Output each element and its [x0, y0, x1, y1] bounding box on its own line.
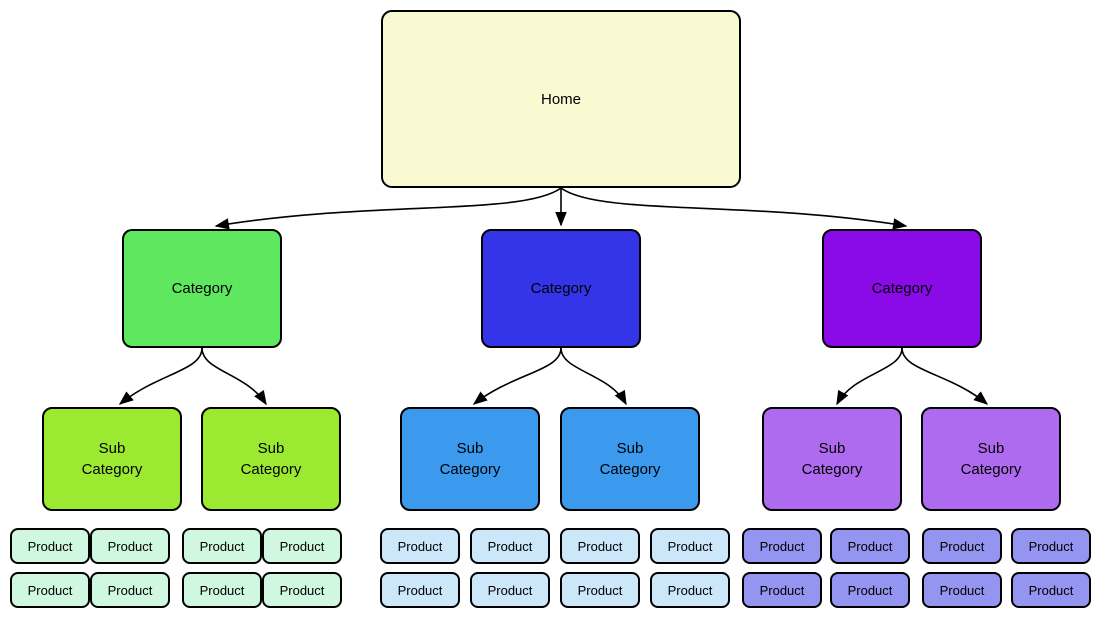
product-node: Product [90, 572, 170, 608]
product-node: Product [742, 572, 822, 608]
edge-category1-sub1 [118, 347, 203, 405]
category-node-3: Category [822, 229, 982, 348]
edge-home-category-1 [214, 187, 562, 230]
home-node: Home [381, 10, 741, 188]
edge-category3-sub1 [836, 347, 903, 406]
product-node: Product [262, 528, 342, 564]
product-node: Product [380, 572, 460, 608]
product-node: Product [10, 528, 90, 564]
product-node: Product [1011, 572, 1091, 608]
edge-home-category-3 [560, 187, 908, 230]
edge-category1-sub2 [201, 347, 267, 406]
edge-category2-sub1 [472, 347, 562, 405]
product-node: Product [182, 572, 262, 608]
subcategory-node-3-2: Sub Category [921, 407, 1061, 511]
product-node: Product [742, 528, 822, 564]
product-node: Product [560, 528, 640, 564]
product-node: Product [262, 572, 342, 608]
product-node: Product [560, 572, 640, 608]
product-node: Product [650, 528, 730, 564]
product-node: Product [1011, 528, 1091, 564]
subcategory-node-3-1: Sub Category [762, 407, 902, 511]
subcategory-node-1-2: Sub Category [201, 407, 341, 511]
product-node: Product [470, 528, 550, 564]
product-node: Product [830, 572, 910, 608]
product-node: Product [830, 528, 910, 564]
product-node: Product [380, 528, 460, 564]
product-node: Product [650, 572, 730, 608]
product-node: Product [922, 572, 1002, 608]
subcategory-node-2-2: Sub Category [560, 407, 700, 511]
product-node: Product [10, 572, 90, 608]
subcategory-node-1-1: Sub Category [42, 407, 182, 511]
product-node: Product [470, 572, 550, 608]
product-node: Product [182, 528, 262, 564]
product-node: Product [922, 528, 1002, 564]
category-node-1: Category [122, 229, 282, 348]
subcategory-node-2-1: Sub Category [400, 407, 540, 511]
edge-category3-sub2 [901, 347, 989, 405]
category-node-2: Category [481, 229, 641, 348]
edge-category2-sub2 [560, 347, 627, 406]
product-node: Product [90, 528, 170, 564]
